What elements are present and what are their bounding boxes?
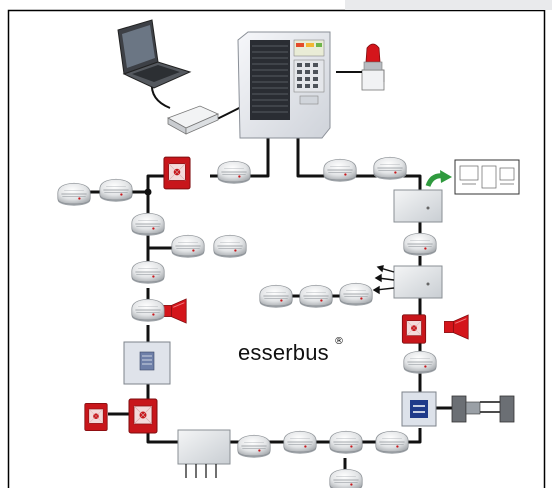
smoke-detector-icon	[375, 430, 409, 455]
manual-call-point-icon	[401, 314, 427, 344]
smoke-detector-icon	[131, 298, 165, 323]
smoke-detector-icon	[283, 430, 317, 455]
smoke-detector-icon	[217, 160, 251, 185]
door-magnet-icon	[451, 395, 515, 423]
diagram-frame	[7, 9, 546, 488]
smoke-detector-icon	[323, 158, 357, 183]
sounder-icon	[444, 314, 469, 340]
relay-interface-icon	[401, 391, 437, 427]
bus-label: esserbus	[238, 340, 329, 365]
smoke-detector-icon	[259, 284, 293, 309]
manual-call-point-icon	[163, 156, 191, 190]
manual-call-point-icon	[84, 402, 108, 432]
bus-module-icon	[177, 429, 231, 478]
manual-call-point-icon	[128, 398, 158, 434]
smoke-detector-icon	[373, 156, 407, 181]
smoke-detector-icon	[403, 232, 437, 257]
smoke-detector-icon	[171, 234, 205, 259]
smoke-detector-icon	[329, 430, 363, 455]
smoke-detector-icon	[57, 182, 91, 207]
smoke-detector-icon	[329, 468, 363, 488]
fire-alarm-control-panel-icon	[237, 31, 331, 139]
registered-trademark-mark: ®	[334, 336, 344, 347]
smoke-detector-icon	[99, 178, 133, 203]
flashing-beacon-icon	[336, 43, 385, 91]
smoke-detectors	[57, 156, 437, 488]
smoke-detector-icon	[299, 284, 333, 309]
bus-junction	[144, 188, 152, 196]
sounder-icon	[162, 298, 187, 324]
laptop-icon	[117, 19, 192, 89]
smoke-detector-icon	[131, 260, 165, 285]
smoke-detector-icon	[213, 234, 247, 259]
smoke-detector-icon	[403, 350, 437, 375]
keypad-panel-icon	[123, 341, 171, 385]
smoke-detector-icon	[131, 212, 165, 237]
window-strip	[345, 0, 552, 10]
bus-module-icon	[372, 265, 443, 299]
smoke-detector-icon	[339, 282, 373, 307]
bus-module-icon	[393, 189, 443, 223]
modem-icon	[167, 105, 219, 135]
floor-plan-icon	[425, 159, 520, 195]
smoke-detector-icon	[237, 434, 271, 459]
